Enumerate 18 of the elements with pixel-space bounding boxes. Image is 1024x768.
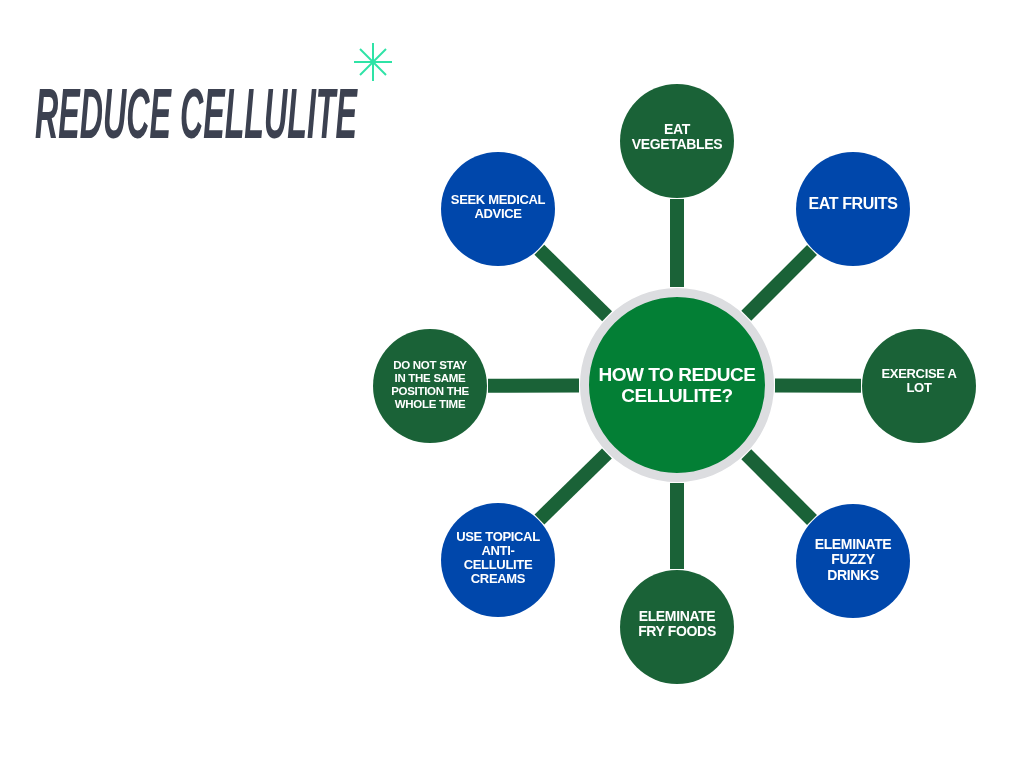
page-title: REDUCE CELLULITE — [35, 79, 357, 149]
tip-text: ELEMINATE FRY FOODS — [637, 608, 717, 640]
spoke-line — [741, 449, 817, 525]
tip-text: USE TOPICAL ANTI-CELLULITE CREAMS — [455, 529, 541, 587]
spoke-line — [670, 483, 684, 569]
spoke-line — [487, 378, 580, 393]
tip-text: ELEMINATE FUZZY DRINKS — [813, 536, 893, 584]
tip-text: EAT FRUITS — [807, 195, 899, 213]
spoke-line — [670, 199, 684, 287]
tip-text: DO NOT STAY IN THE SAME POSITION THE WHOLE TIME — [390, 359, 470, 411]
tip-text: EAT VEGETABLES — [630, 121, 724, 153]
spoke-line — [774, 378, 862, 393]
tip-text: SEEK MEDICAL ADVICE — [449, 192, 547, 222]
spoke-line — [534, 448, 612, 525]
spoke-line — [534, 244, 613, 322]
question-text: HOW TO REDUCE CELLULITE? — [597, 363, 757, 407]
tip-text: EXERCISE A LOT — [880, 367, 958, 395]
spoke-line — [741, 245, 817, 321]
